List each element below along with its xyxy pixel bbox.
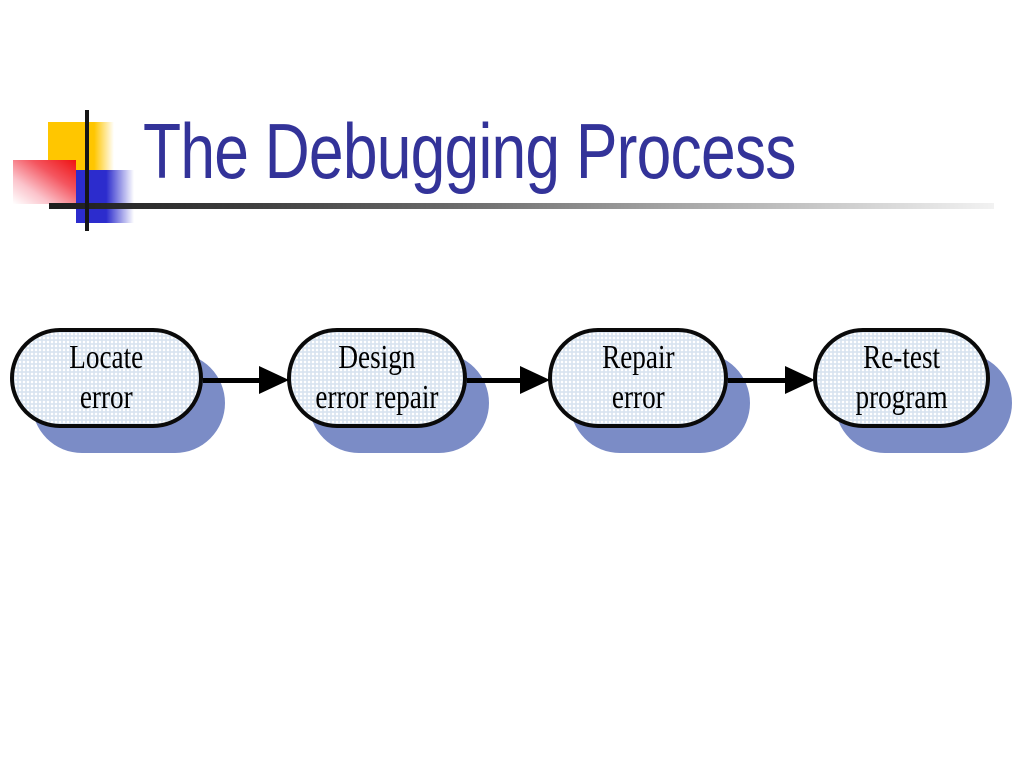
node-label: Locate error [69, 338, 144, 416]
arrow-head [259, 366, 289, 394]
flow-node-locate-error: Locate error [10, 328, 203, 428]
decor-vertical-line [85, 110, 89, 231]
arrow-shaft [467, 377, 526, 383]
flow-node-re-test-program: Re-test program [813, 328, 990, 428]
flow-node-repair-error: Repair error [548, 328, 728, 428]
arrow-shaft [728, 377, 791, 383]
arrow-head [785, 366, 815, 394]
arrow-shaft [203, 377, 265, 383]
node-label: Repair error [601, 338, 675, 416]
title-underline-rule [49, 203, 994, 209]
arrow-head [520, 366, 550, 394]
page-title: The Debugging Process [143, 107, 796, 195]
flow-node-design-error-repair: Design error repair [287, 328, 467, 428]
arrow-right-icon [467, 366, 550, 394]
arrow-right-icon [203, 366, 289, 394]
node-label: Re-test program [855, 338, 948, 416]
arrow-right-icon [728, 366, 815, 394]
node-label: Design error repair [315, 338, 439, 416]
decor-red-square [13, 160, 76, 204]
